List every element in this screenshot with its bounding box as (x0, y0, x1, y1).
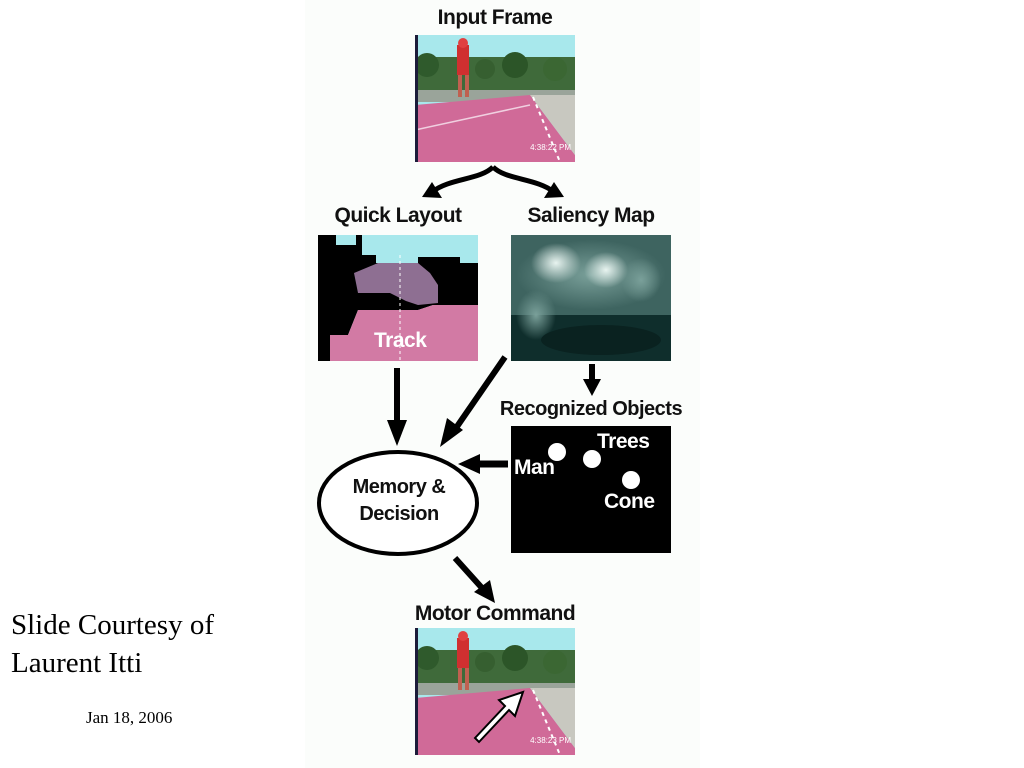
quick-layout-image: Track (318, 235, 478, 361)
layout-to-memory-arrowhead (387, 420, 407, 446)
input-frame-image: 4:38:22 PM (415, 35, 575, 162)
cone-marker (622, 471, 640, 489)
quick-layout-title: Quick Layout (334, 204, 462, 227)
objects-to-memory-arrowhead (458, 454, 480, 474)
object-label-trees: Trees (597, 430, 650, 453)
memory-decision-ellipse (317, 450, 479, 556)
saliency-to-memory-arrow (453, 355, 508, 430)
fork-arrow-right (491, 165, 556, 195)
saliency-to-memory-arrowhead (440, 418, 463, 447)
recognized-objects-image: Man Trees Cone (511, 426, 671, 553)
credit-line1: Slide Courtesy of (11, 609, 214, 641)
fork-arrowhead-right (544, 182, 564, 198)
slide-credit: Slide Courtesy of Laurent Itti (11, 606, 214, 682)
slide-date: Jan 18, 2006 (86, 708, 173, 727)
saliency-to-objects-arrowhead (583, 379, 601, 396)
saliency-map-title: Saliency Map (527, 204, 655, 227)
memory-decision-line1: Memory & (352, 476, 446, 498)
man-marker (548, 443, 566, 461)
fork-arrow-left (430, 165, 495, 195)
memory-decision-line2: Decision (359, 503, 439, 525)
credit-line2: Laurent Itti (11, 647, 143, 679)
input-frame-title: Input Frame (437, 6, 553, 29)
memory-to-motor-arrow (452, 555, 485, 591)
object-label-man: Man (514, 456, 555, 479)
fork-arrowhead-left (422, 182, 442, 198)
motor-command-timestamp: 4:38:23 PM (530, 736, 571, 745)
memory-decision-label: Memory & Decision (320, 474, 478, 528)
motor-direction-arrow (473, 690, 525, 744)
trees-marker (583, 450, 601, 468)
motor-command-image: 4:38:23 PM (415, 628, 575, 755)
object-label-cone: Cone (604, 490, 655, 513)
track-label: Track (374, 329, 427, 352)
memory-to-motor-arrowhead (474, 580, 495, 603)
saliency-map-image (511, 235, 671, 361)
recognized-objects-title: Recognized Objects (499, 398, 683, 420)
motor-command-title: Motor Command (414, 602, 576, 625)
input-frame-timestamp: 4:38:22 PM (530, 143, 571, 152)
